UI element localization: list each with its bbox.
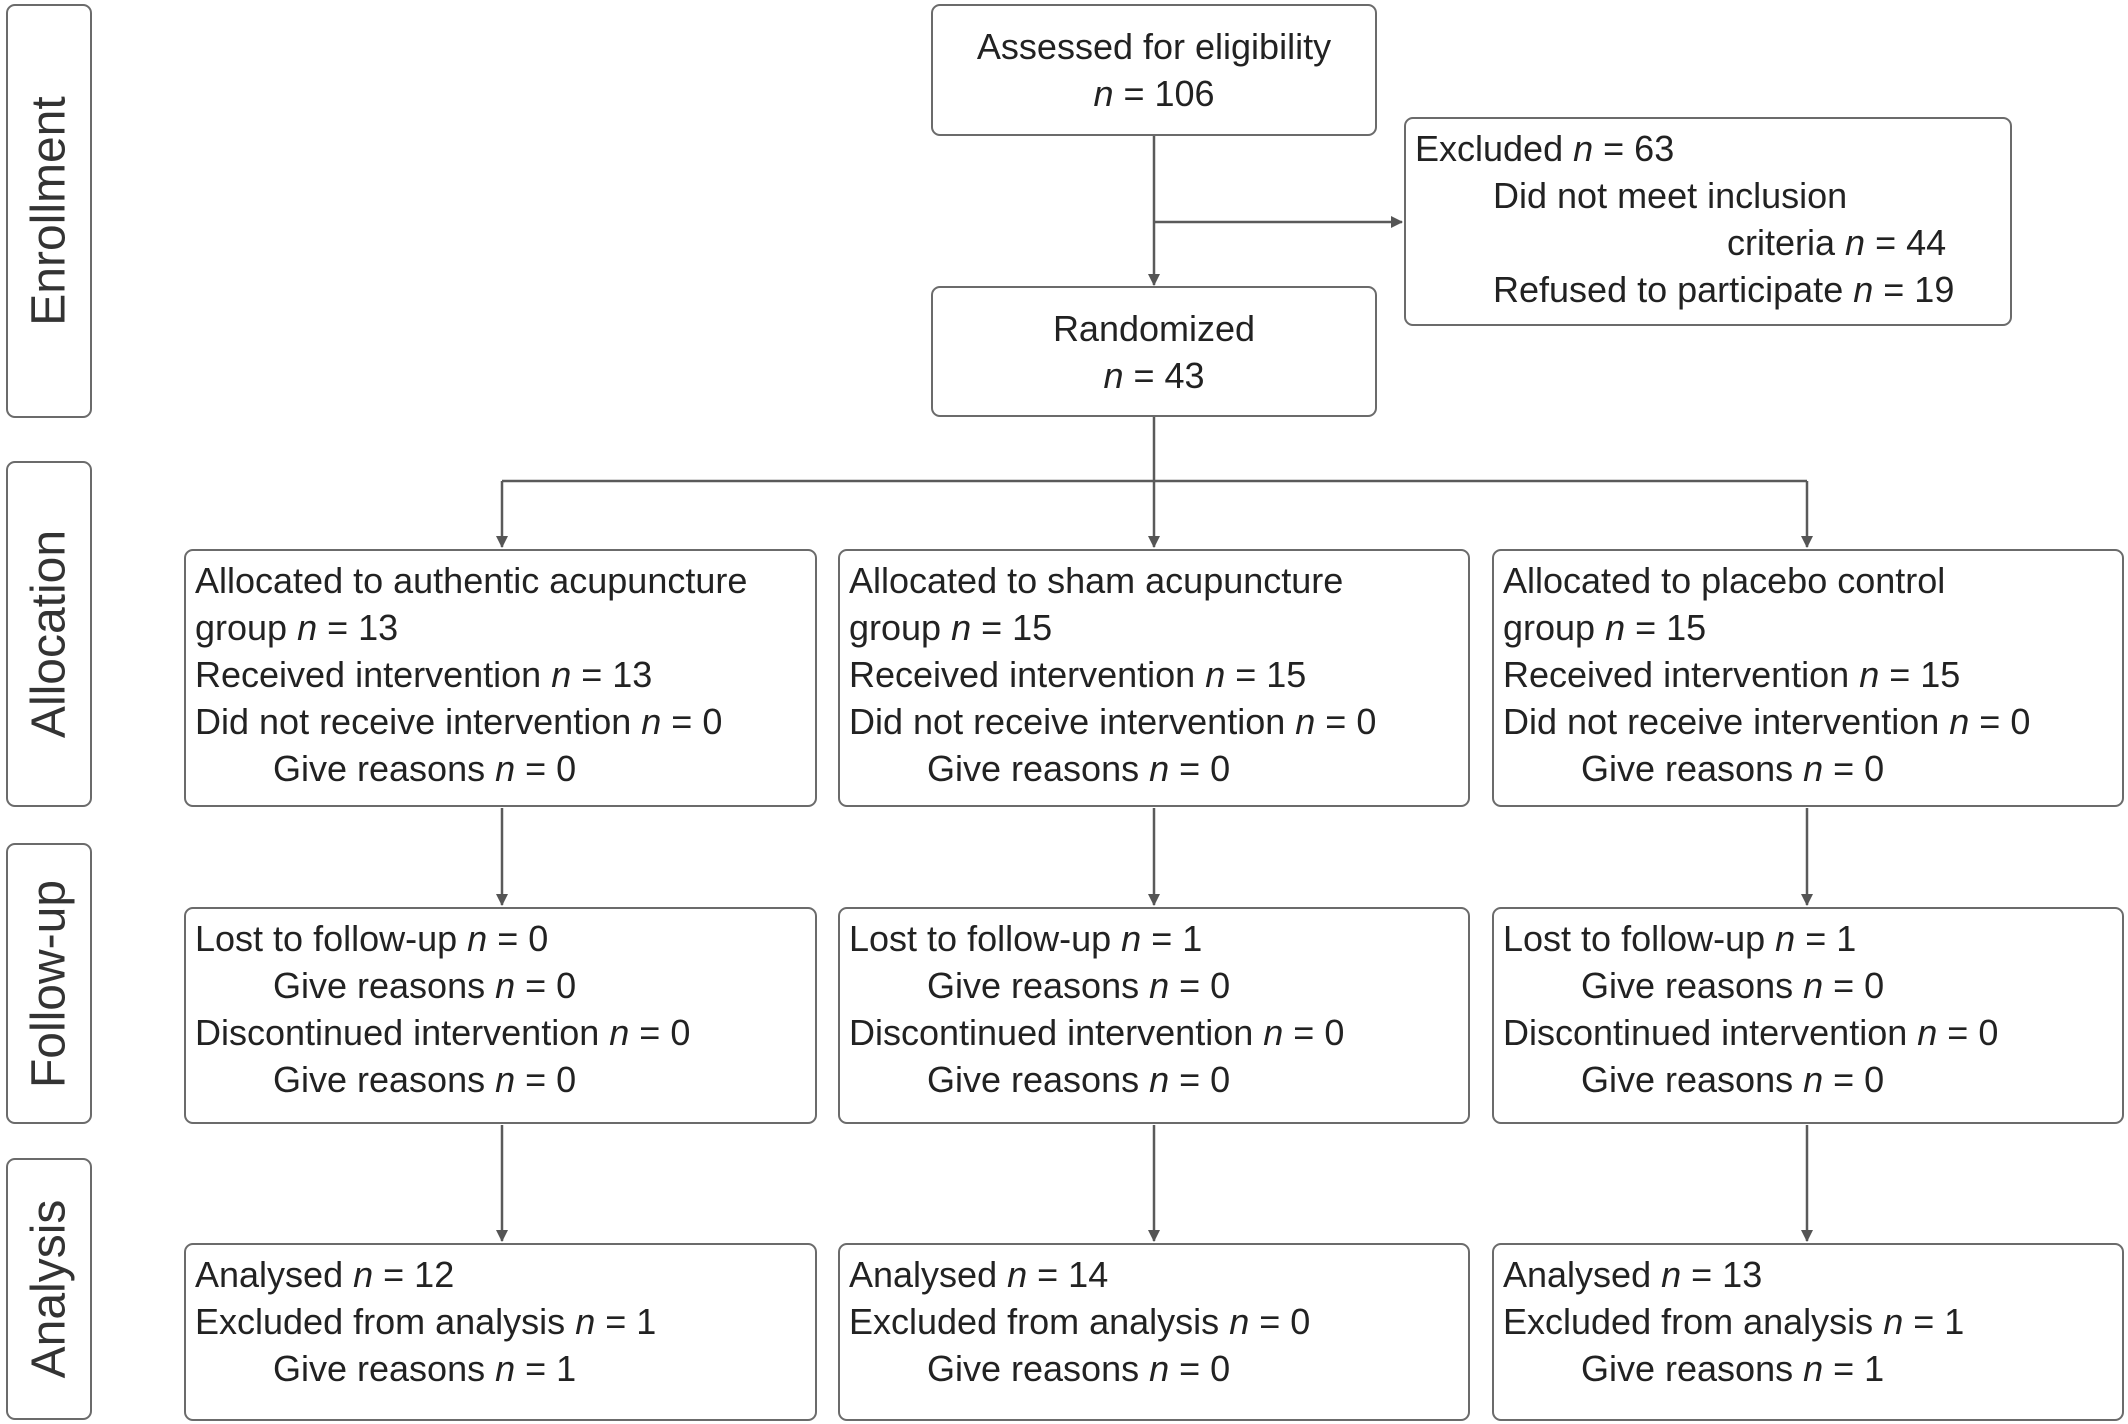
allocation-box-sham: Allocated to sham acupuncture group n = … xyxy=(838,549,1470,807)
stage-label-enrollment: Enrollment xyxy=(22,96,76,326)
excluded-box: Excluded n = 63 Did not meet inclusion c… xyxy=(1404,117,2012,326)
randomized-count: n = 43 xyxy=(1103,354,1205,396)
give-reasons: Give reasons n = 0 xyxy=(273,748,577,789)
followup-box-authentic: Lost to follow-up n = 0 Give reasons n =… xyxy=(184,907,817,1124)
discontinued-intervention: Discontinued intervention n = 0 xyxy=(195,1012,691,1053)
excluded-from-analysis: Excluded from analysis n = 1 xyxy=(195,1301,657,1342)
analysis-box-placebo: Analysed n = 13 Excluded from analysis n… xyxy=(1492,1243,2124,1421)
allocation-title: Allocated to authentic acupuncture xyxy=(195,560,748,601)
did-not-receive-intervention: Did not receive intervention n = 0 xyxy=(195,701,723,742)
followup-box-placebo: Lost to follow-up n = 1 Give reasons n =… xyxy=(1492,907,2124,1124)
excluded-total: Excluded n = 63 xyxy=(1415,128,1675,169)
analysis-box-sham: Analysed n = 14 Excluded from analysis n… xyxy=(838,1243,1470,1421)
give-reasons: Give reasons n = 0 xyxy=(1581,1059,1885,1100)
give-reasons: Give reasons n = 0 xyxy=(1581,748,1885,789)
randomized-label: Randomized xyxy=(1052,307,1256,349)
received-intervention: Received intervention n = 15 xyxy=(1503,654,1961,695)
allocation-title: Allocated to placebo control xyxy=(1503,560,1946,601)
lost-to-followup: Lost to follow-up n = 1 xyxy=(1503,918,1857,959)
analysed-count: Analysed n = 14 xyxy=(849,1254,1109,1295)
excluded-from-analysis: Excluded from analysis n = 0 xyxy=(849,1301,1311,1342)
give-reasons: Give reasons n = 0 xyxy=(273,965,577,1006)
analysed-count: Analysed n = 13 xyxy=(1503,1254,1763,1295)
stage-label-allocation: Allocation xyxy=(22,529,76,739)
stage-analysis: Analysis xyxy=(6,1158,92,1420)
excluded-inclusion-reason: Did not meet inclusion xyxy=(1493,175,1848,216)
allocation-group-count: group n = 15 xyxy=(849,607,1053,648)
received-intervention: Received intervention n = 13 xyxy=(195,654,653,695)
discontinued-intervention: Discontinued intervention n = 0 xyxy=(849,1012,1345,1053)
stage-allocation: Allocation xyxy=(6,461,92,807)
analysed-count: Analysed n = 12 xyxy=(195,1254,455,1295)
give-reasons: Give reasons n = 0 xyxy=(927,1348,1231,1389)
did-not-receive-intervention: Did not receive intervention n = 0 xyxy=(849,701,1377,742)
did-not-receive-intervention: Did not receive intervention n = 0 xyxy=(1503,701,2031,742)
randomized-box: Randomized n = 43 xyxy=(931,286,1377,417)
assessed-label: Assessed for eligibility xyxy=(976,26,1332,67)
allocation-group-count: group n = 13 xyxy=(195,607,399,648)
give-reasons: Give reasons n = 0 xyxy=(927,965,1231,1006)
lost-to-followup: Lost to follow-up n = 0 xyxy=(195,918,549,959)
allocation-group-count: group n = 15 xyxy=(1503,607,1707,648)
stage-enrollment: Enrollment xyxy=(6,4,92,418)
allocation-box-authentic: Allocated to authentic acupuncture group… xyxy=(184,549,817,807)
give-reasons: Give reasons n = 1 xyxy=(273,1348,577,1389)
analysis-box-authentic: Analysed n = 12 Excluded from analysis n… xyxy=(184,1243,817,1421)
stage-followup: Follow-up xyxy=(6,843,92,1124)
received-intervention: Received intervention n = 15 xyxy=(849,654,1307,695)
allocation-box-placebo: Allocated to placebo control group n = 1… xyxy=(1492,549,2124,807)
followup-box-sham: Lost to follow-up n = 1 Give reasons n =… xyxy=(838,907,1470,1124)
discontinued-intervention: Discontinued intervention n = 0 xyxy=(1503,1012,1999,1053)
give-reasons: Give reasons n = 1 xyxy=(1581,1348,1885,1389)
stage-label-analysis: Analysis xyxy=(22,1199,76,1379)
allocation-title: Allocated to sham acupuncture xyxy=(849,560,1344,601)
assessed-count: n = 106 xyxy=(1093,73,1215,114)
assessed-box: Assessed for eligibility n = 106 xyxy=(931,4,1377,136)
excluded-from-analysis: Excluded from analysis n = 1 xyxy=(1503,1301,1965,1342)
give-reasons: Give reasons n = 0 xyxy=(927,1059,1231,1100)
excluded-refused: Refused to participate n = 19 xyxy=(1493,269,1955,310)
give-reasons: Give reasons n = 0 xyxy=(927,748,1231,789)
give-reasons: Give reasons n = 0 xyxy=(273,1059,577,1100)
excluded-inclusion-count: criteria n = 44 xyxy=(1727,222,1947,263)
stage-label-followup: Follow-up xyxy=(22,879,76,1088)
lost-to-followup: Lost to follow-up n = 1 xyxy=(849,918,1203,959)
give-reasons: Give reasons n = 0 xyxy=(1581,965,1885,1006)
